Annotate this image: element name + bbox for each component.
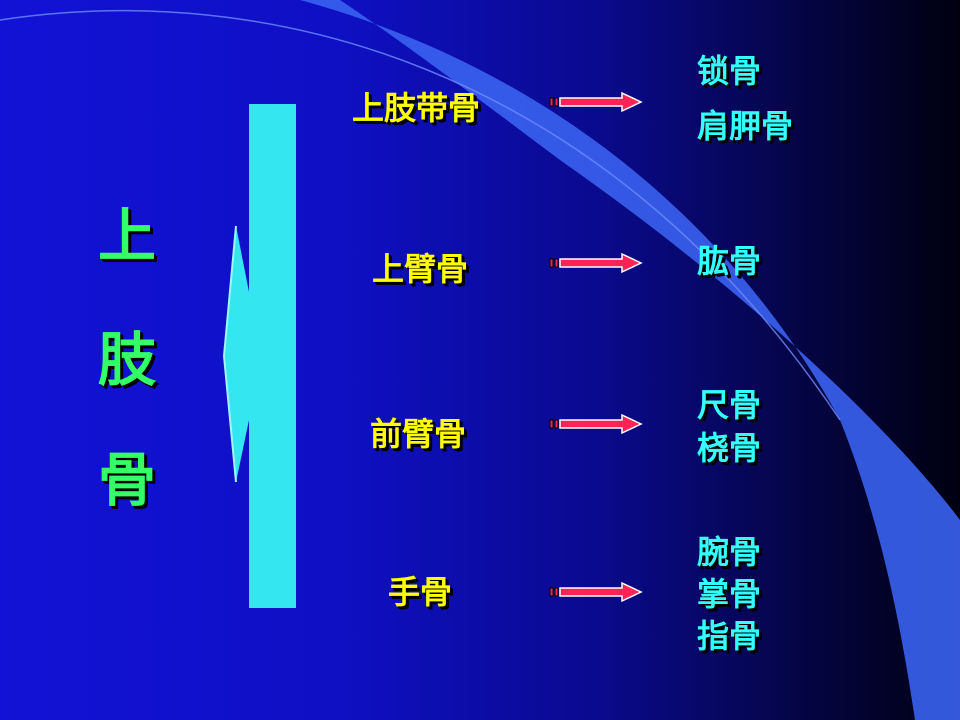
bone-label-clavicle: 锁骨 [697,52,762,90]
bone-label-metacarpal: 掌骨 [697,575,762,613]
bone-label-carpal: 腕骨 [697,533,762,571]
bone-label-ulna: 尺骨 [697,386,762,424]
arrow-icon-2 [549,252,643,274]
title-char-3: 骨 [98,446,157,514]
title-char-2: 肢 [98,326,157,394]
bone-label-radius: 桡骨 [697,429,762,467]
arrow-icon-1 [549,91,643,113]
title-char-1: 上 [98,202,157,270]
category-label-2: 上臂骨 [372,250,469,288]
arrow-icon-4 [549,581,643,603]
bracket-shape [222,104,296,608]
bone-label-phalanx: 指骨 [697,617,762,655]
category-label-3: 前臂骨 [370,415,467,453]
arrow-icon-3 [549,413,643,435]
bone-label-humerus: 肱骨 [697,242,762,280]
category-label-4: 手骨 [388,573,453,611]
bone-label-scapula: 肩胛骨 [697,107,794,145]
category-label-1: 上肢带骨 [352,89,481,127]
